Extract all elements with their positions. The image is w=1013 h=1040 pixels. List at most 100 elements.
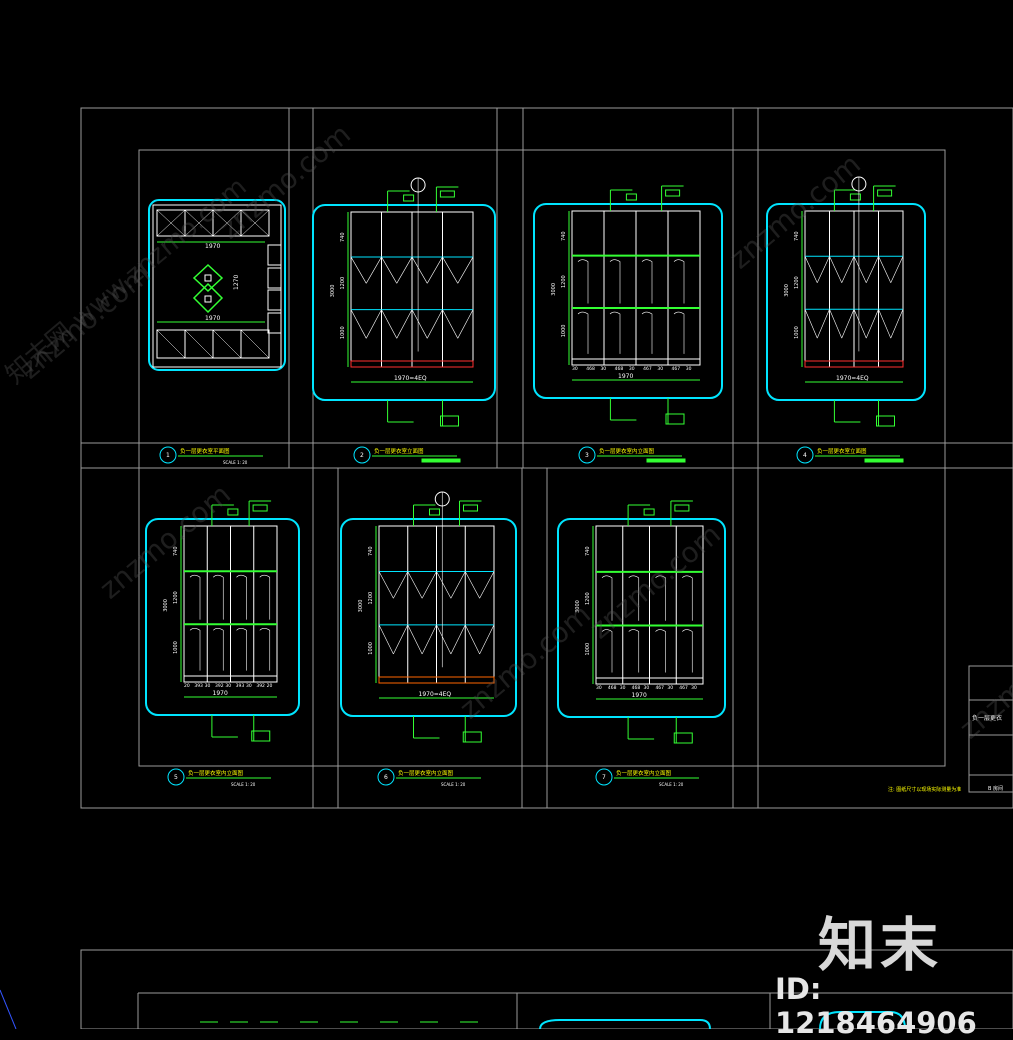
door-swing	[407, 624, 423, 655]
width-dim: 1970=4EQ	[419, 691, 452, 698]
width-dim: 1970=4EQ	[836, 375, 869, 382]
cell-diagonal	[240, 329, 270, 359]
height-dim: 740	[368, 546, 374, 556]
door-swing	[396, 309, 413, 339]
door-swing	[890, 309, 904, 339]
view-number-circle	[159, 446, 177, 464]
title-block-label: B 房间	[988, 785, 1003, 792]
height-dim: 740	[561, 231, 567, 241]
watermark-text: znzmo.com	[953, 617, 1013, 745]
door-swing	[396, 256, 413, 284]
sub-dim: 467	[655, 685, 664, 691]
door-swing	[479, 624, 495, 655]
sub-dim: 467	[643, 366, 652, 372]
guide-line	[0, 989, 17, 1030]
door-swing	[411, 256, 428, 284]
view-scale: SCALE 1: 20	[223, 460, 248, 465]
door-swing	[479, 571, 495, 599]
height-dim: 3000	[358, 600, 364, 613]
sub-dim: 30	[686, 366, 692, 372]
sub-dim: 30	[205, 683, 211, 689]
sub-dim: 30	[600, 366, 606, 372]
door-swing	[381, 256, 398, 284]
drawing-panels: 1970197012707401200100030001970=4EQ74012…	[145, 176, 926, 787]
door-swing	[407, 571, 423, 599]
height-dim: 1000	[585, 643, 591, 656]
door-swing	[804, 309, 818, 339]
door-swing	[878, 256, 892, 283]
height-dim: 3000	[575, 600, 581, 613]
width-dim: 1970	[213, 690, 228, 697]
side-locker	[267, 267, 282, 289]
hanger	[213, 627, 224, 671]
side-locker	[267, 312, 282, 334]
door-swing	[804, 256, 818, 283]
callout-tag	[643, 508, 655, 516]
side-locker	[267, 289, 282, 311]
door-swing	[853, 256, 867, 283]
door-swing	[378, 624, 394, 655]
sub-dim: 30	[657, 366, 663, 372]
hanger	[682, 629, 693, 673]
hanger	[213, 574, 224, 620]
sub-dim: 393	[194, 683, 203, 689]
sub-dim: 468	[632, 685, 641, 691]
cell-diagonal	[156, 329, 186, 359]
height-dim: 1000	[368, 642, 374, 655]
view-number: 1	[166, 452, 170, 459]
height-dim: 3000	[551, 283, 557, 296]
width-dim: 1970	[618, 373, 633, 380]
door-swing	[436, 624, 452, 655]
view-title: 负一层更衣室立面图	[374, 447, 424, 455]
callout-tag	[463, 504, 478, 512]
callout-tag	[665, 189, 681, 197]
sub-dim: 20	[267, 683, 273, 689]
callout-tag	[849, 193, 861, 201]
watermark-text: znzmo.com	[453, 597, 597, 725]
hanger	[673, 259, 685, 304]
side-locker	[267, 244, 282, 266]
height-dim: 1000	[794, 326, 800, 339]
height-dim: 1000	[340, 326, 346, 339]
view-title: 负一层更衣室平面图	[180, 447, 230, 455]
sub-dim: 467	[672, 366, 681, 372]
height-dim: 1200	[561, 275, 567, 288]
callout-tag	[251, 730, 271, 742]
lower-cabinet-outline	[819, 1011, 906, 1030]
view-title-1: 1 负一层更衣室平面图 SCALE 1: 20	[159, 446, 263, 465]
height-dim: 1200	[368, 592, 374, 605]
door-swing	[393, 624, 409, 655]
hanger	[641, 259, 653, 304]
plan-dim-side: 1270	[233, 275, 240, 290]
view-number-circle	[796, 446, 814, 464]
callout-tag	[665, 413, 685, 425]
plinth	[183, 675, 278, 683]
lower-inner-frame	[138, 467, 946, 767]
callout-tag	[673, 732, 693, 744]
cell-diagonal	[184, 329, 214, 359]
sub-dim: 392	[215, 683, 224, 689]
door-swing	[841, 309, 855, 339]
hanger	[682, 575, 693, 621]
callout-tag	[462, 731, 482, 743]
door-swing	[865, 256, 879, 283]
door-swing	[442, 256, 459, 284]
view-number: 3	[585, 452, 589, 459]
callout-tag	[227, 508, 239, 516]
hanger	[601, 629, 613, 673]
hanger	[609, 311, 621, 354]
view-number-circle	[377, 768, 395, 786]
door-swing	[426, 309, 443, 339]
sub-dim: 468	[586, 366, 595, 372]
door-swing	[378, 571, 394, 599]
elevation-frame	[766, 203, 926, 401]
callout-tag	[625, 193, 637, 201]
callout-tag	[429, 508, 440, 516]
bench-symbol	[192, 263, 224, 293]
door-swing	[816, 309, 830, 339]
